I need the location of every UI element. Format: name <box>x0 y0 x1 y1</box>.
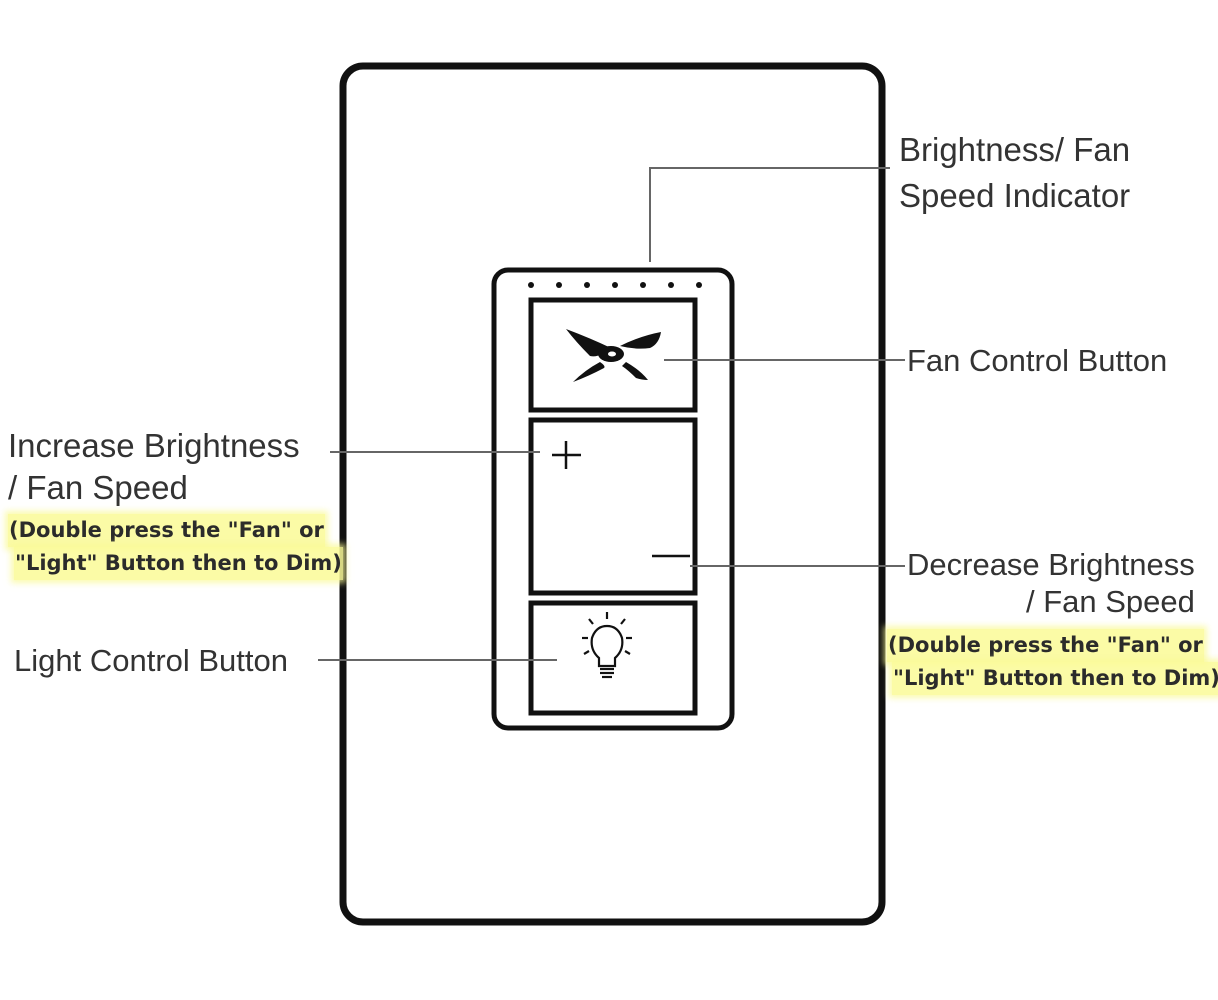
indicator-dot <box>668 282 674 288</box>
light-bulb-icon <box>582 612 632 679</box>
increase-label-line1: Increase Brightness <box>8 427 300 464</box>
fan-icon <box>566 329 661 382</box>
indicator-label-line2: Speed Indicator <box>899 177 1131 214</box>
leader-lines <box>318 167 905 661</box>
light-control-button[interactable] <box>528 600 698 716</box>
indicator-dot <box>696 282 702 288</box>
right-dim-note-line1: (Double press the "Fan" or <box>887 629 1204 662</box>
light-button-label: Light Control Button <box>14 643 289 678</box>
fan-control-button[interactable] <box>528 297 698 413</box>
left-dim-note-line1: (Double press the "Fan" or <box>8 514 325 547</box>
left-dim-note-line2: "Light" Button then to Dim) <box>14 547 343 580</box>
indicator-dot <box>528 282 534 288</box>
indicator-label-line1: Brightness/ Fan <box>899 131 1131 168</box>
indicator-dot <box>584 282 590 288</box>
plus-icon <box>552 441 581 469</box>
wall-plate <box>339 62 886 926</box>
dimmer-paddle[interactable] <box>528 417 698 596</box>
brightness-indicator-dots <box>528 282 702 288</box>
indicator-leader-line <box>649 167 890 262</box>
increase-label-line2: / Fan Speed <box>8 469 188 506</box>
fan-button-label: Fan Control Button <box>907 343 1168 378</box>
right-dim-note-line2: "Light" Button then to Dim) <box>892 662 1218 695</box>
decrease-label-line2: / Fan Speed <box>1026 584 1195 619</box>
switch-body <box>491 267 735 731</box>
decrease-label-line1: Decrease Brightness <box>907 547 1195 582</box>
indicator-dot <box>612 282 618 288</box>
indicator-dot <box>640 282 646 288</box>
indicator-dot <box>556 282 562 288</box>
